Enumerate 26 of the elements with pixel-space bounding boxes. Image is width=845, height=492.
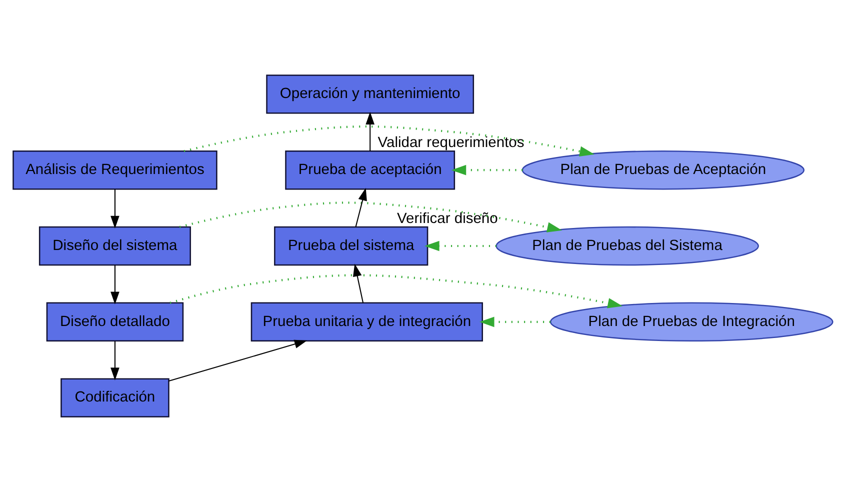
arrow: [183, 125, 594, 156]
node-label: Validar requerimientos: [377, 135, 524, 152]
arrow: [352, 264, 364, 303]
node-box: Diseño detallado: [46, 302, 184, 342]
arrow: [169, 274, 622, 308]
node-ellipse: Plan de Pruebas del Sistema: [495, 226, 758, 266]
node-ellipse: Plan de Pruebas de Aceptación: [521, 150, 804, 190]
arrow: [168, 340, 307, 382]
node-box: Codificación: [60, 378, 169, 418]
node-ellipse: Plan de Pruebas de Integración: [549, 302, 833, 342]
node-label: Verificar diseño: [396, 211, 498, 228]
arrow: [424, 240, 496, 252]
arrow: [178, 202, 562, 232]
arrow: [110, 341, 119, 380]
node-box: Prueba del sistema: [274, 226, 428, 266]
arrow: [478, 316, 550, 328]
arrow: [450, 164, 522, 176]
arrow: [365, 112, 374, 152]
arrow: [110, 265, 119, 304]
node-box: Diseño del sistema: [38, 226, 190, 266]
node-box: Operación y mantenimiento: [266, 74, 474, 114]
arrow: [354, 188, 366, 228]
node-box: Prueba unitaria y de integración: [250, 302, 482, 342]
node-box: Prueba de aceptación: [284, 150, 455, 190]
node-box: Análisis de Requerimientos: [12, 150, 217, 190]
arrow: [110, 189, 119, 229]
